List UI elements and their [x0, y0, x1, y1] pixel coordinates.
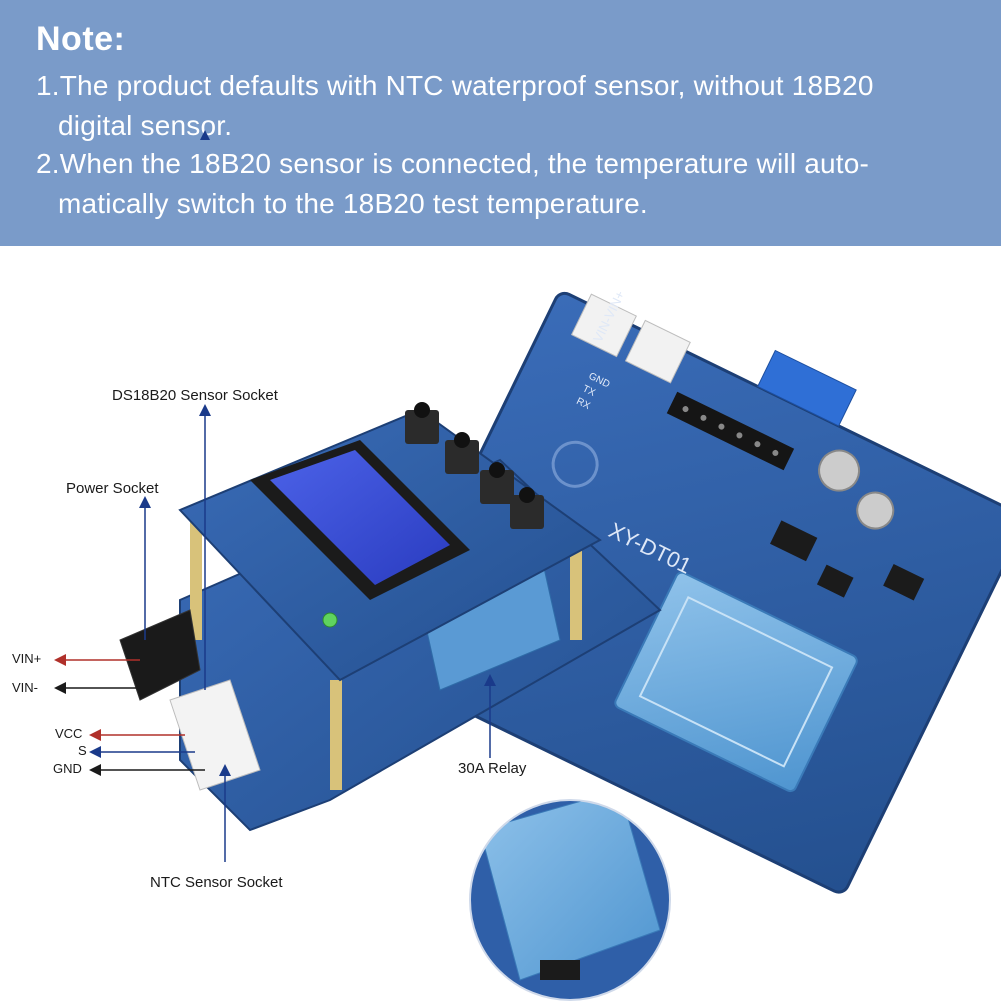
label-power-socket: Power Socket — [66, 480, 159, 497]
note-banner — [0, 0, 1001, 246]
note-title: Note: — [36, 20, 126, 58]
note-line-2: 2.When the 18B20 sensor is connected, th… — [36, 148, 870, 179]
left-module — [119, 402, 662, 832]
right-board: XY-DT01 VIN-VIN+ — [377, 288, 1001, 894]
label-30a-relay: 30A Relay — [458, 760, 527, 777]
relay-zoom — [469, 799, 671, 1001]
ntc-arrow-head — [219, 764, 231, 776]
note-line-2-cont: matically switch to the 18B20 test tempe… — [58, 188, 648, 219]
power-socket-arrow-head — [139, 496, 151, 508]
label-s: S — [78, 743, 87, 758]
s-arrow-head — [89, 746, 101, 758]
gnd-arrow-head — [89, 764, 101, 776]
ds18b20-arrow-head — [199, 404, 211, 416]
header-pin-label: TX — [581, 383, 598, 399]
note-line-1: 1.The product defaults with NTC waterpro… — [36, 70, 874, 101]
relay-arrow-head — [484, 674, 496, 686]
label-vin-minus: VIN- — [12, 680, 38, 695]
label-vin-plus: VIN+ — [12, 651, 42, 666]
right-board-relay — [614, 571, 858, 793]
label-ds18b20-socket: DS18B20 Sensor Socket — [112, 387, 278, 404]
vin-minus-arrow-head — [54, 682, 66, 694]
label-vcc: VCC — [55, 726, 83, 741]
vin-plus-arrow-head — [54, 654, 66, 666]
vcc-arrow-head — [89, 729, 101, 741]
label-ntc-socket: NTC Sensor Socket — [150, 874, 283, 891]
label-gnd: GND — [53, 761, 82, 776]
